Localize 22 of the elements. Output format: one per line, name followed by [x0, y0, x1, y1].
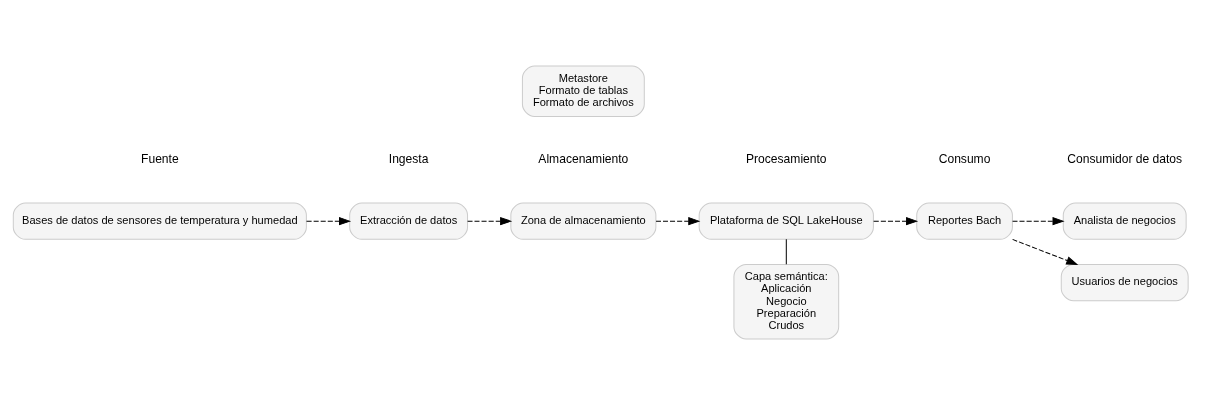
label: Consumidor de datos	[1067, 151, 1183, 166]
label: Fuente	[141, 151, 179, 166]
label: Consumo	[938, 151, 991, 166]
label: Ingesta	[388, 151, 429, 166]
node-box: Capa semántica: Aplicación Negocio Preparación Crudos	[733, 263, 840, 339]
arrow	[1012, 216, 1065, 225]
connector	[785, 238, 787, 265]
node-box: Zona de almacenamiento	[510, 202, 657, 240]
node-box: Reportes Bach	[916, 202, 1013, 240]
arrow	[467, 216, 513, 225]
node-box: Metastore Formato de tablas Formato de archivos	[521, 65, 645, 117]
node-box: Analista de negocios	[1062, 202, 1187, 240]
node-box: Extracción de datos	[349, 202, 469, 240]
label: Procesamiento	[746, 151, 827, 166]
node-box: Usuarios de negocios	[1060, 263, 1189, 301]
label: Almacenamiento	[538, 151, 629, 166]
node-box: Plataforma de SQL LakeHouse	[698, 202, 874, 240]
arrow	[655, 216, 701, 225]
arrow	[873, 216, 919, 225]
arrow	[306, 216, 352, 225]
node-box: Bases de datos de sensores de temperatura y humedad	[12, 202, 307, 240]
arrow	[1012, 238, 1079, 265]
